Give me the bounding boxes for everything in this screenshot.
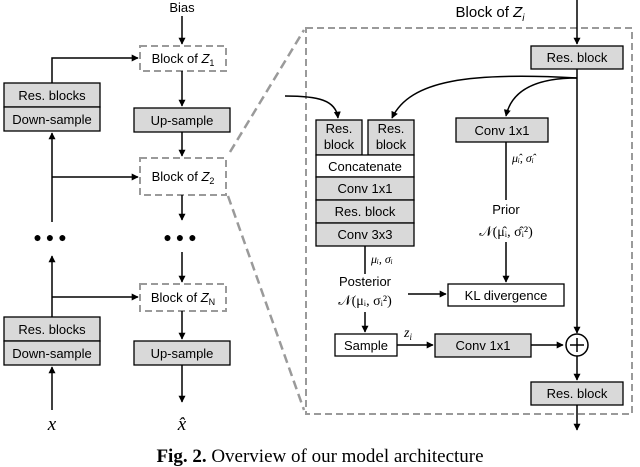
posterior-label: Posterior xyxy=(339,274,392,289)
kl-divergence-label: KL divergence xyxy=(465,288,548,303)
prior-dist: 𝒩(μ̂ᵢ, σ̂ᵢ²) xyxy=(479,225,533,240)
res-block-b-label-2: block xyxy=(376,137,407,152)
down-sample-top-label: Down-sample xyxy=(12,112,91,127)
res-block-b-box xyxy=(367,119,415,156)
res-blocks-top-label: Res. blocks xyxy=(18,88,86,103)
res-block-a-box xyxy=(315,119,363,156)
block-z1-label: Block of Z1 xyxy=(152,51,215,68)
posterior-dist: 𝒩(μᵢ, σᵢ²) xyxy=(338,294,392,309)
res-block-a-label-1: Res. xyxy=(326,121,353,136)
conv3x3-label: Conv 3x3 xyxy=(338,227,393,242)
block-z1-box xyxy=(139,45,227,72)
res-blocks-bottom-label: Res. blocks xyxy=(18,322,86,337)
arrow-to-res-block-b xyxy=(391,75,578,119)
conv1x1-prior-box xyxy=(455,117,549,143)
bias-label: Bias xyxy=(169,0,195,15)
block-z2-label: Block of Z2 xyxy=(152,169,215,186)
res-blocks-top-box xyxy=(3,82,101,108)
ellipsis-left: ●●● xyxy=(33,229,70,245)
conv1x1-a-label: Conv 1x1 xyxy=(338,181,393,196)
res-block-top-label: Res. block xyxy=(547,50,608,65)
zoom-line-top xyxy=(228,29,306,153)
res-block-b-label-1: Res. xyxy=(378,121,405,136)
up-sample-top-box xyxy=(133,107,231,133)
detail-title: Block of Zi xyxy=(456,4,526,24)
ellipsis-middle: ●●● xyxy=(163,229,200,245)
arrow-to-conv1x1-prior xyxy=(503,77,578,117)
sample-label: Sample xyxy=(344,338,388,353)
up-sample-bottom-label: Up-sample xyxy=(151,346,214,361)
down-sample-top-box xyxy=(3,106,101,132)
up-sample-top-label: Up-sample xyxy=(151,113,214,128)
prior-label: Prior xyxy=(492,202,520,217)
block-z2-box xyxy=(139,157,227,196)
figure-caption: Fig. 2. Overview of our model architectu… xyxy=(156,446,483,467)
zoom-line-bottom xyxy=(226,195,306,411)
input-x: x xyxy=(47,414,57,435)
res-block-mid-label: Res. block xyxy=(335,204,396,219)
block-zn-box xyxy=(139,283,227,312)
conv1x1-b-label: Conv 1x1 xyxy=(456,338,511,353)
kl-divergence-box xyxy=(447,283,565,307)
arrow-external-to-res-block-a xyxy=(284,95,341,119)
res-block-a-label-2: block xyxy=(324,137,355,152)
concatenate-label: Concatenate xyxy=(328,159,402,174)
conv1x1-prior-label: Conv 1x1 xyxy=(475,123,530,138)
down-sample-bottom-label: Down-sample xyxy=(12,346,91,361)
res-block-bottom-label: Res. block xyxy=(547,386,608,401)
prior-params: μ̂ᵢ, σ̂ᵢ xyxy=(511,151,537,165)
posterior-params: μᵢ, σᵢ xyxy=(370,252,393,266)
up-sample-bottom-box xyxy=(133,340,231,366)
down-sample-bottom-box xyxy=(3,340,101,366)
z-label: zi xyxy=(403,326,412,342)
arrow-left-to-z1 xyxy=(51,54,139,83)
output-x-hat: x̂ xyxy=(177,414,187,435)
block-zn-label: Block of ZN xyxy=(151,290,215,307)
